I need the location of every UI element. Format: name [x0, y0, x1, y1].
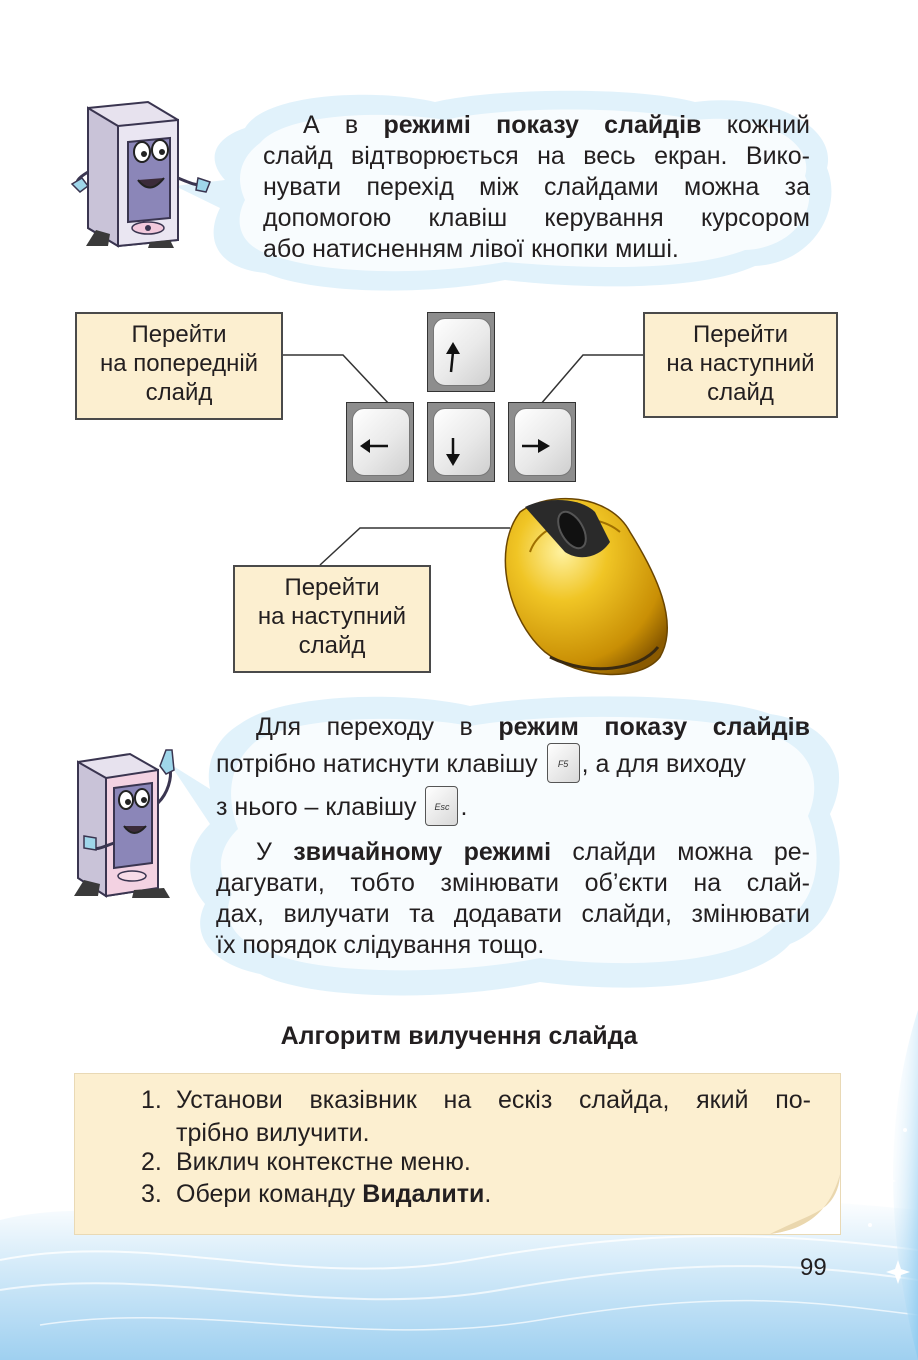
caption-line: Перейти — [131, 321, 227, 348]
text-run: У — [256, 838, 294, 866]
text-line: слайд відтворюється на весь екран. Вико- — [263, 141, 810, 172]
bold-term: режим показу слайдів — [498, 713, 810, 741]
caption-next-slide: Перейти на наступний слайд — [643, 312, 838, 418]
text-line: допомогою клавіш керування курсором — [263, 203, 810, 234]
text-run: їх порядок слідування тощо. — [216, 931, 545, 959]
mid-line-1: Для переходу в режим показу слайдів — [216, 712, 810, 743]
text-run: або натисненням лівої кнопки миші. — [263, 235, 679, 263]
caption-prev-slide: Перейти на попередній слайд — [75, 312, 283, 420]
mid-paragraph-2: У звичайному режимі слайди можна ре-дагу… — [216, 837, 810, 961]
bold-command: Видалити — [362, 1180, 485, 1208]
text-run: слайд відтворюється на весь екран. Вико- — [263, 142, 810, 170]
arrow-up-icon — [446, 342, 460, 373]
computer-character-middle — [74, 749, 175, 898]
computer-mouse-image — [504, 497, 669, 676]
caption-line: слайд — [707, 379, 774, 406]
caption-mouse-next-slide: Перейти на наступний слайд — [233, 565, 431, 673]
f5-key-icon: F5 — [546, 743, 580, 784]
sparkle-decoration — [864, 1010, 918, 1360]
middle-bubble-text: Для переходу в режим показу слайдів потр… — [216, 712, 810, 961]
step-text: Обери команду Видалити. — [176, 1178, 811, 1211]
esc-key-icon: Esc — [425, 786, 459, 827]
mid-line-3: з нього – клавішу Esc. — [216, 786, 810, 829]
mid-line-2: потрібно натиснути клавішу F5, а для вих… — [216, 743, 810, 786]
arrow-up-key — [427, 312, 495, 392]
step-text: Виклич контекстне меню. — [176, 1148, 471, 1176]
caption-line: на наступний — [257, 603, 407, 630]
text-line: дах, вилучати та додавати слайди, змінюв… — [216, 899, 810, 930]
text-run: дагувати, тобто змінювати об’єкти на сла… — [216, 869, 810, 897]
arrow-right-icon — [522, 439, 550, 453]
caption-line: слайд — [145, 379, 213, 406]
text-run: потрібно натиснути клавішу — [216, 750, 545, 778]
text-run: , а для виходу — [581, 750, 746, 778]
arrow-down-key — [427, 402, 495, 482]
text-line: їх порядок слідування тощо. — [216, 930, 810, 961]
step-line: Установи вказівник на ескіз слайда, який… — [176, 1086, 811, 1114]
connector-lines — [283, 354, 643, 566]
speech-cloud-middle — [170, 696, 840, 996]
page-number: 99 — [800, 1254, 827, 1281]
step-number: 2. — [141, 1148, 162, 1176]
algorithm-box: 1. Установи вказівник на ескіз слайда, я… — [75, 1074, 840, 1234]
arrow-left-icon — [360, 439, 388, 453]
text-run: А в — [303, 111, 384, 139]
text-run: . — [484, 1180, 492, 1208]
algorithm-title: Алгоритм вилучення слайда — [280, 1022, 638, 1050]
text-line: дагувати, тобто змінювати об’єкти на сла… — [216, 868, 810, 899]
text-run: нувати перехід між слайдами можна за — [263, 173, 810, 201]
text-line: або натисненням лівої кнопки миші. — [263, 234, 810, 265]
caption-line: Перейти — [284, 574, 380, 601]
text-run: . — [460, 793, 468, 821]
step-number: 1. — [141, 1086, 162, 1114]
computer-character-top — [70, 100, 211, 248]
step-line: трібно вилучити. — [176, 1119, 370, 1147]
text-run: дах, вилучати та додавати слайди, змінюв… — [216, 900, 810, 928]
step-text: Установи вказівник на ескіз слайда, який… — [176, 1084, 811, 1150]
caption-line: Перейти — [692, 321, 789, 348]
speech-cloud-top — [175, 90, 832, 291]
text-line: нувати перехід між слайдами можна за — [263, 172, 810, 203]
text-run: з нього – клавішу — [216, 793, 424, 821]
caption-line: на попередній — [99, 350, 259, 377]
arrow-right-key — [508, 402, 576, 482]
bottom-wave-decoration — [0, 1197, 918, 1360]
text-run: Для переходу в — [256, 713, 499, 741]
bold-term: режимі показу слайдів — [383, 111, 702, 139]
caption-line: на наступний — [666, 350, 815, 377]
text-run: Обери команду — [176, 1180, 363, 1208]
text-line: А в режимі показу слайдів кожний — [263, 110, 810, 141]
caption-line: слайд — [298, 632, 366, 659]
arrow-down-icon — [446, 438, 460, 466]
text-run: допомогою клавіш керування курсором — [263, 204, 810, 232]
text-line: У звичайному режимі слайди можна ре- — [216, 837, 810, 868]
bold-term: звичайному режимі — [293, 838, 552, 866]
arrow-left-key — [346, 402, 414, 482]
text-run: слайди можна ре- — [551, 838, 810, 866]
text-run: кожний — [701, 111, 810, 139]
page-curl-decoration — [770, 1174, 840, 1234]
step-number: 3. — [141, 1180, 162, 1208]
